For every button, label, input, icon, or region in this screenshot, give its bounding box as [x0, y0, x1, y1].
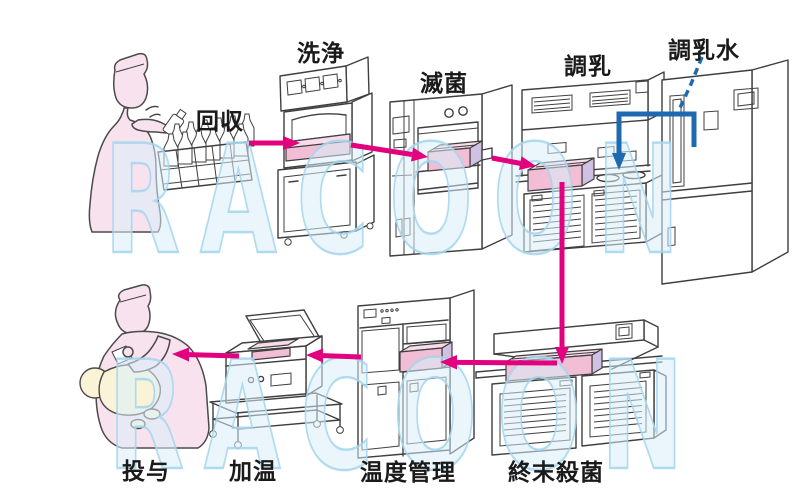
- label-sterilization: 滅菌: [420, 71, 468, 97]
- arrow-washing-to-sterilization: [350, 142, 428, 162]
- label-administration: 投与: [122, 459, 170, 485]
- arrow-temperature-to-warming: [306, 348, 362, 363]
- nurse-collecting-icon: [88, 52, 187, 233]
- arrow-sterilization-to-prep: [491, 155, 536, 170]
- label-temperature-control: 温度管理: [360, 460, 456, 486]
- warmer-icon: [209, 309, 344, 449]
- watermark-top: RACOON: [104, 113, 699, 288]
- arrow-warming-to-administration: [172, 347, 240, 362]
- arrow-collection-to-washing: [249, 136, 300, 150]
- label-warming: 加温: [229, 459, 277, 485]
- label-washing: 洗浄: [297, 41, 345, 67]
- sterilizer-icon: [389, 84, 513, 257]
- label-collection: 回収: [196, 109, 244, 135]
- arrow-terminal-to-temperature-control: [440, 355, 558, 370]
- label-preparation-water: 調乳水: [668, 38, 740, 64]
- label-milk-preparation: 調乳: [564, 54, 612, 80]
- terminal-sterilizer-icon: [475, 319, 667, 456]
- nurse-feeding-icon: [79, 284, 210, 449]
- arrow-prep-to-terminal-sterilization: [555, 182, 569, 364]
- water-line: [612, 56, 704, 170]
- temperature-control-cabinet-icon: [357, 289, 475, 459]
- washing-machine-icon: [277, 56, 375, 246]
- water-supply-unit-icon: [661, 59, 789, 285]
- flow-arrows: [172, 136, 569, 370]
- label-terminal-sterilization: 終末殺菌: [508, 460, 604, 486]
- bottle-crate-icon: [157, 113, 255, 191]
